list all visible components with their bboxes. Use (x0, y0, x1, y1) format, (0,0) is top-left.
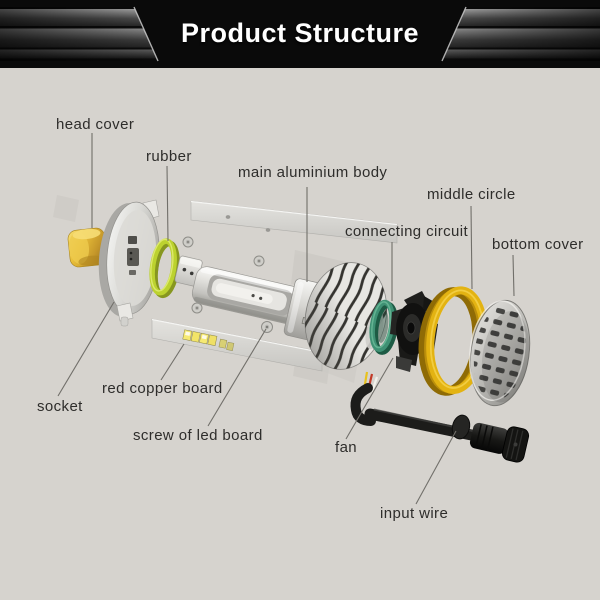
page-title: Product Structure (180, 17, 420, 48)
label-input-wire: input wire (380, 505, 449, 522)
header-decoration (0, 0, 600, 68)
label-rubber: rubber (146, 148, 192, 165)
screw (253, 255, 265, 267)
leader-screw-of-led-board (207, 328, 267, 427)
label-red-copper-board: red copper board (102, 380, 223, 397)
led-chips (182, 329, 235, 352)
leader-lines (57, 133, 515, 505)
header-banner: Product Structure (0, 0, 600, 68)
main-aluminium-body-part (191, 262, 388, 370)
leader-input-wire (415, 430, 457, 505)
fan-wire-white (370, 376, 379, 393)
rubber-ring-part (149, 238, 180, 299)
label-bottom-cover: bottom cover (492, 236, 584, 253)
input-wire-part (350, 371, 530, 463)
socket-part (98, 199, 160, 327)
screw (182, 236, 194, 248)
label-screw-of-led-board: screw of led board (133, 427, 263, 444)
label-head-cover: head cover (56, 116, 135, 133)
label-main-aluminium-body: main aluminium body (238, 164, 388, 181)
screw (261, 321, 273, 333)
screws-of-led-board (182, 236, 273, 333)
leader-red-copper-board (160, 343, 185, 381)
leader-bottom-cover (512, 254, 515, 297)
label-socket: socket (37, 398, 83, 415)
bottom-cover-part (468, 299, 531, 407)
upper-copper-board-part (190, 200, 398, 244)
leader-middle-circle (470, 205, 473, 290)
header-stripes-right (442, 7, 600, 61)
leader-rubber (166, 165, 169, 242)
header-stripes-left (0, 7, 158, 61)
heat-sink-fins (304, 262, 388, 370)
leader-fan (345, 357, 394, 440)
label-connecting-circuit: connecting circuit (345, 223, 469, 240)
label-fan: fan (335, 439, 358, 456)
label-middle-circle: middle circle (427, 186, 516, 203)
screw (191, 302, 203, 314)
leader-socket (57, 301, 115, 397)
head-cover-part (67, 227, 108, 268)
wire-connector (469, 422, 530, 463)
